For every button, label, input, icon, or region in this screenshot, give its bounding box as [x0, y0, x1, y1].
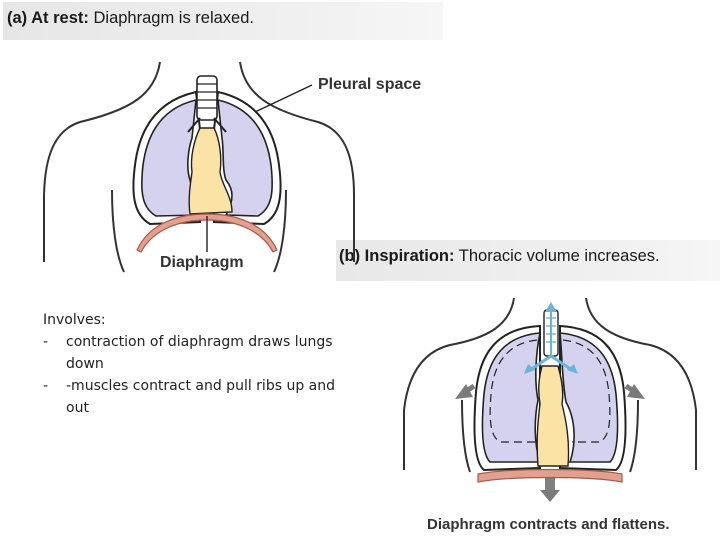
panel-a-title-bold: (a) At rest:: [7, 9, 89, 27]
notes-bullet: -: [43, 334, 49, 350]
notes-heading: Involves:: [43, 312, 106, 328]
panel-b-arm-left: [461, 399, 471, 473]
panel-a-lung-right: [217, 98, 274, 217]
notes-block: Involves: - contraction of diaphragm dra…: [43, 309, 348, 419]
notes-bullet: -: [43, 378, 49, 394]
notes-item-text: -muscles contract and pull ribs up and o…: [66, 378, 336, 416]
panel-a-torso-outline-right: [239, 61, 355, 262]
panel-b-resting-outline-right: [562, 339, 611, 443]
panel-a-title-text: Diaphragm is relaxed.: [93, 9, 255, 27]
notes-item: - contraction of diaphragm draws lungs d…: [43, 331, 348, 375]
panel-b-caption: Diaphragm contracts and flattens.: [427, 516, 670, 533]
panel-a-arm-right: [273, 189, 287, 273]
panel-b-arm-right: [629, 399, 639, 473]
panel-b-title-banner: (b) Inspiration: Thoracic volume increas…: [336, 240, 720, 281]
panel-a-title-banner: (a) At rest: Diaphragm is relaxed.: [3, 2, 443, 40]
diaphragm-label: Diaphragm: [160, 254, 244, 271]
panel-b-title-text: Thoracic volume increases.: [458, 247, 660, 265]
panel-b-resting-outline-left: [489, 339, 538, 443]
panel-a-diaphragm: [136, 213, 278, 253]
notes-item-text: contraction of diaphragm draws lungs dow…: [66, 334, 333, 372]
panel-a-figure: [43, 61, 355, 273]
panel-b-expansion-arrow-left: [455, 383, 476, 399]
panel-b-figure: [403, 297, 697, 502]
panel-b-airway-arrowhead: [545, 302, 557, 312]
panel-a-pleural-leader: [254, 84, 313, 113]
panel-a-bronchi: [187, 117, 227, 133]
panel-b-diaphragm-down-arrow: [540, 478, 560, 502]
panel-a-arm-left: [111, 189, 125, 273]
panel-a-lung-left: [140, 98, 202, 217]
panel-b-bronchi: [529, 354, 573, 372]
panel-b-mediastinum: [536, 365, 570, 467]
panel-b-expansion-arrow-right: [624, 383, 645, 399]
pleural-space-label: Pleural space: [318, 76, 422, 93]
panel-b-diaphragm: [477, 468, 623, 483]
panel-b-torso-outline-right: [585, 297, 697, 470]
panel-b-torso-outline-left: [403, 297, 515, 470]
panel-a-torso-outline: [43, 61, 161, 262]
panel-a-trachea: [196, 75, 218, 121]
notes-item: - -muscles contract and pull ribs up and…: [43, 375, 348, 419]
panel-b-lung-left: [481, 332, 542, 463]
panel-b-title-bold: (b) Inspiration:: [339, 247, 455, 265]
panel-a-mediastinum: [188, 127, 233, 215]
